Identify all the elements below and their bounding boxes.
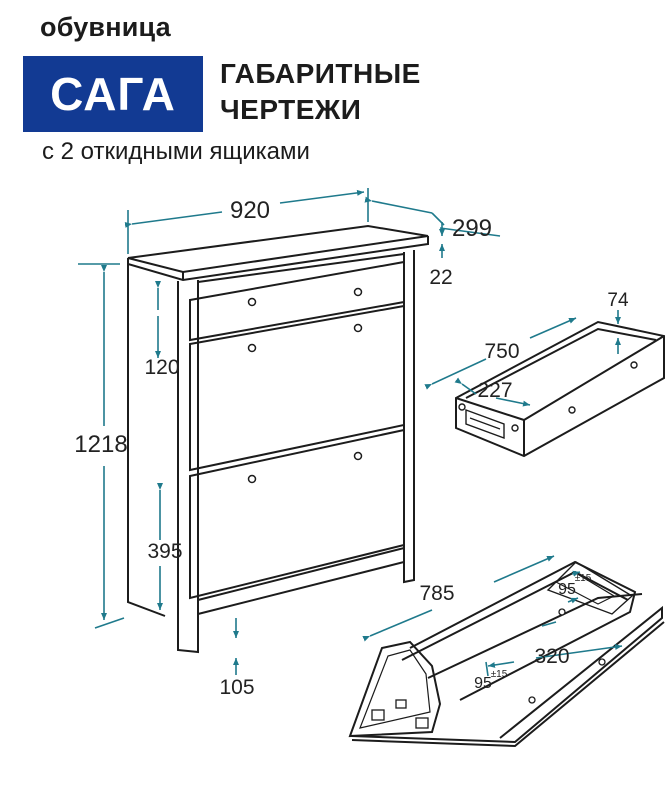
top-thickness-dimension: 22 bbox=[429, 266, 452, 289]
cabinet-knobs bbox=[247, 287, 363, 484]
width-dimension: 920 bbox=[230, 197, 270, 224]
flap-mechanism-drawing bbox=[348, 560, 665, 748]
flap-mechanism-details bbox=[371, 608, 606, 729]
title-line-1: ГАБАРИТНЫЕ bbox=[220, 58, 421, 89]
drawer-depth-dimension: 227 bbox=[477, 379, 512, 402]
drawer-side-dimension: 74 bbox=[607, 290, 629, 311]
drawer-drawing bbox=[455, 320, 665, 458]
cabinet-drawing bbox=[127, 224, 429, 654]
caption: с 2 откидными ящиками bbox=[42, 138, 310, 165]
flap-offset-bottom-dimension: 95 bbox=[474, 675, 492, 692]
drawer-height-dimension: 120 bbox=[144, 356, 179, 379]
title-line-2: ЧЕРТЕЖИ bbox=[220, 94, 362, 125]
drawer-knobs bbox=[458, 361, 638, 432]
depth-dimension: 299 bbox=[452, 215, 492, 242]
flap-offset-top-dimension: 95 bbox=[558, 581, 576, 598]
flap-depth-dimension: 320 bbox=[534, 645, 569, 668]
drawer-dimension-lines bbox=[424, 310, 621, 407]
drawer-length-dimension: 750 bbox=[484, 340, 519, 363]
flap-length-dimension: 785 bbox=[419, 582, 454, 605]
brand-name: САГА bbox=[50, 68, 176, 120]
flap-dimension-lines bbox=[362, 555, 623, 677]
brand-badge: САГА bbox=[23, 56, 203, 132]
product-type-label: обувница bbox=[40, 12, 171, 42]
flap-height-dimension: 395 bbox=[147, 540, 182, 563]
flap-offset-bottom-tolerance: ±15 bbox=[491, 669, 508, 680]
leg-height-dimension: 105 bbox=[219, 676, 254, 699]
flap-offset-top-tolerance: ±15 bbox=[575, 573, 592, 584]
cabinet-dimension-lines bbox=[78, 188, 501, 675]
height-dimension: 1218 bbox=[74, 431, 127, 458]
